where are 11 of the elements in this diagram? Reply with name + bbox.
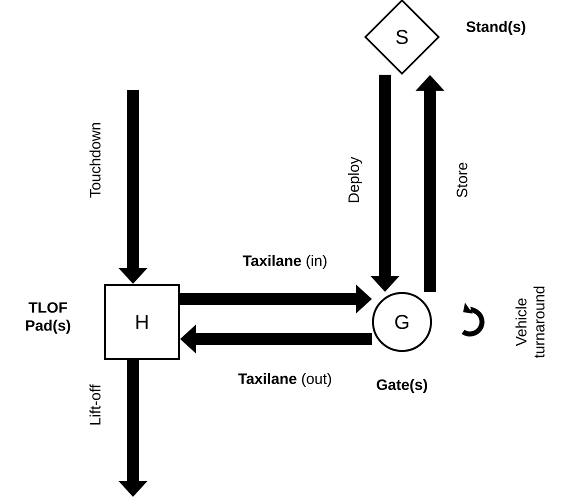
edge-label: Deploy: [347, 156, 363, 204]
edge-label: Lift-off: [88, 383, 102, 427]
helipad-box: H: [104, 284, 180, 360]
turnaround-label: Vehicle turnaround: [516, 286, 544, 358]
node-caption: Stand(s): [466, 21, 526, 35]
edge-label: Taxilane (out): [237, 372, 333, 388]
edge-label: Store: [456, 161, 468, 199]
edge-label: Touchdown: [88, 121, 102, 199]
node-caption: TLOF Pad(s): [26, 302, 70, 334]
node-caption: Gate(s): [376, 379, 428, 393]
edge-label: Taxilane (in): [242, 254, 328, 270]
